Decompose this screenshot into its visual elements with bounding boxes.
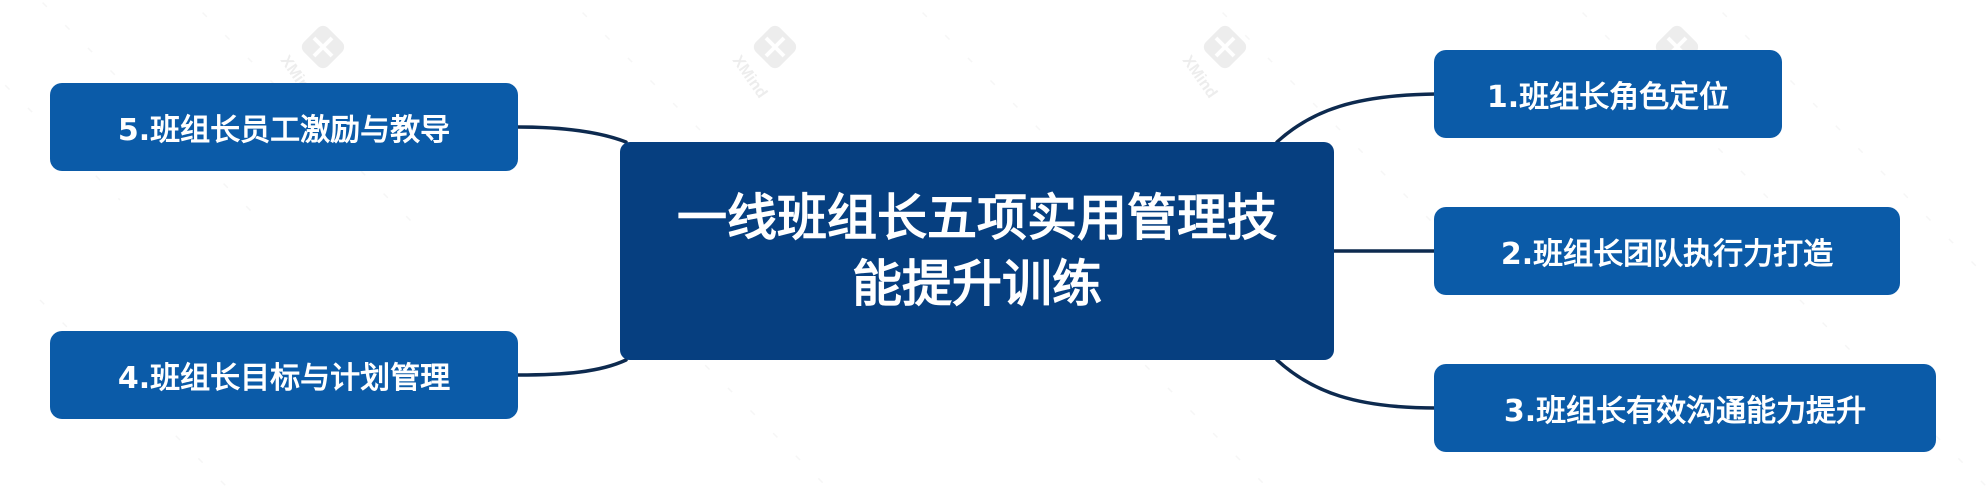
connector-line-t4 bbox=[516, 358, 628, 377]
central-topic-label: 一线班组长五项实用管理技能提升训练 bbox=[677, 189, 1277, 313]
topic-label: 2.班组长团队执行力打造 bbox=[1500, 237, 1834, 272]
connector-line-t5 bbox=[516, 125, 628, 144]
topic-communication[interactable]: 3.班组长有效沟通能力提升 bbox=[1434, 364, 1936, 452]
topic-goal-planning[interactable]: 4.班组长目标与计划管理 bbox=[50, 331, 518, 419]
topic-label: 4.班组长目标与计划管理 bbox=[117, 361, 451, 396]
xmind-logo-icon bbox=[301, 25, 345, 69]
watermark-text: XMind bbox=[1179, 53, 1220, 102]
topic-role-positioning[interactable]: 1.班组长角色定位 bbox=[1434, 50, 1782, 138]
topic-team-execution[interactable]: 2.班组长团队执行力打造 bbox=[1434, 207, 1900, 295]
topic-label: 1.班组长角色定位 bbox=[1486, 80, 1730, 115]
topic-motivation-coaching[interactable]: 5.班组长员工激励与教导 bbox=[50, 83, 518, 171]
topic-label: 3.班组长有效沟通能力提升 bbox=[1503, 394, 1867, 429]
topic-label: 5.班组长员工激励与教导 bbox=[117, 113, 451, 148]
connector-line-t1 bbox=[1275, 92, 1438, 144]
connector-line-t3 bbox=[1275, 358, 1438, 410]
xmind-logo-icon bbox=[1203, 25, 1247, 69]
watermark-text: XMind bbox=[729, 53, 770, 102]
xmind-logo-icon bbox=[753, 25, 797, 69]
central-topic[interactable]: 一线班组长五项实用管理技能提升训练 bbox=[620, 142, 1334, 360]
